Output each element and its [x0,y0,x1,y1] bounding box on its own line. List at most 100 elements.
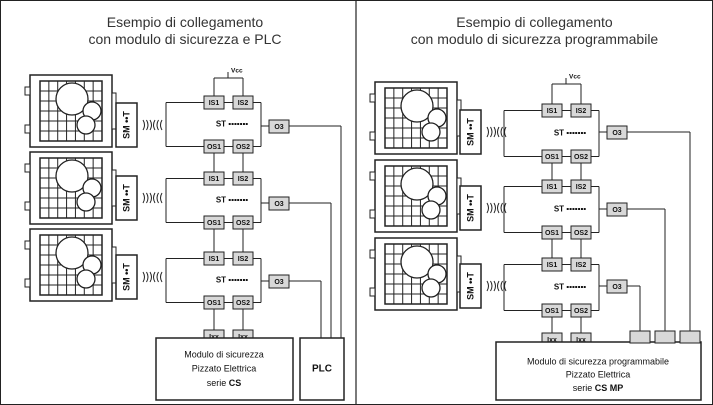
right-sensor-2-out-wave-0 [486,202,489,214]
plc-box [299,337,345,401]
left-module-line3: serie CS [207,378,242,388]
right-chain-row1-st: ST ▪▪▪▪▪▪▪ [554,129,586,138]
right-device-2-knob-small [421,200,441,220]
right-sensor-3-out-wave-0 [486,280,489,292]
left-sensor-3-out-wave-1 [146,271,149,283]
left-chain-row1-o3-label: O3 [274,124,283,131]
right-title-line1: Esempio di collegamento [456,14,613,30]
left-sensor-2-label: SM ••T [121,184,131,212]
right-chain-row3-is1-label: IS1 [547,262,558,269]
left-sensor-3-out-wave-0 [142,271,145,283]
right-chain-row2-st: ST ▪▪▪▪▪▪▪ [554,205,586,214]
right-sensor-1-body [459,109,482,155]
right-device-3-hinge-top [369,249,376,259]
left-chain-row1-is1-label: IS1 [209,100,220,107]
left-device-3-knob-small [76,269,96,289]
left-sensor-1-label: SM ••T [121,111,131,139]
left-device-2-hinge-top [24,163,31,173]
right-sensor-2-in-wave-0 [504,202,507,214]
right-sensor-2-body [459,185,482,231]
right-sensor-2-in-wave-2 [497,202,500,214]
right-chain-row3-os1-label: OS1 [545,308,559,315]
left-title: Esempio di collegamento con modulo di si… [20,14,350,48]
right-module-line1: Modulo di sicurezza programmabile [527,356,669,366]
right-module-series-name: CS MP [595,383,624,393]
right-device-3-hinge-bottom [369,287,376,297]
left-device-2-knob-small [76,192,96,212]
left-chain-row2-is2-box [232,171,254,186]
left-chain-vcc-label: Vcc [231,68,243,75]
left-chain-row3-os2-label: OS2 [236,300,250,307]
right-chain-row2-is2-label: IS2 [576,184,587,191]
left-chain-row2-st: ST ▪▪▪▪▪▪▪ [216,196,248,205]
left-sensor-2-in-wave-0 [160,192,163,204]
right-sensor-1-out-wave-0 [486,126,489,138]
left-chain-row2-is2-label: IS2 [238,176,249,183]
left-sensor-1-in-wave-2 [153,119,156,131]
left-module-line2: Pizzato Elettrica [192,363,257,373]
left-chain-row2-is1-label: IS1 [209,176,220,183]
left-sensor-2-body [115,175,138,221]
left-chain-row1-os1-label: OS1 [207,144,221,151]
right-chain-row2-os1-label: OS1 [545,230,559,237]
right-sensor-1-in-wave-1 [500,126,503,138]
right-sensor-3-in-wave-1 [500,280,503,292]
right-terminal-2 [654,330,676,344]
left-sensor-1-body [115,102,138,148]
left-sensor-1-out-wave-2 [149,119,152,131]
right-chain-row3-is1-box [541,257,563,272]
right-title-line2: con modulo di sicurezza programmabile [410,31,659,47]
right-chain-row2-o3-label: O3 [612,207,621,214]
left-chain-row2-o3-label: O3 [274,201,283,208]
right-sensor-1-in-wave-0 [504,126,507,138]
right-module-line2: Pizzato Elettrica [566,369,631,379]
right-chain-row3-o3-label: O3 [612,284,621,291]
left-chain-row2-os1-label: OS1 [207,220,221,227]
right-chain-row1-is1-label: IS1 [547,108,558,115]
right-device-1-hinge-bottom [369,131,376,141]
right-sensor-3-in-wave-2 [497,280,500,292]
right-sensor-3-label: SM ••T [465,272,475,300]
left-sensor-3-body [115,254,138,300]
left-device-1-hinge-top [24,86,31,96]
left-chain-row3-is1-box [203,251,225,266]
right-device-2-knob-big [400,167,434,201]
left-device-2-knob-big [55,159,89,193]
right-sensor-3-in-wave-0 [504,280,507,292]
right-sensor-1-out-wave-2 [493,126,496,138]
right-terminal-1 [629,330,651,344]
left-chain-row3-is2-box [232,251,254,266]
right-chain-row1-is2-label: IS2 [576,108,587,115]
left-sensor-2-in-wave-1 [156,192,159,204]
right-chain-row2-is1-label: IS1 [547,184,558,191]
right-terminal-3 [679,330,701,344]
left-module-box [155,337,294,401]
left-device-1-knob-big [55,82,89,116]
right-chain-row3-st: ST ▪▪▪▪▪▪▪ [554,283,586,292]
right-sensor-2-out-wave-1 [490,202,493,214]
left-sensor-2-out-wave-0 [142,192,145,204]
left-chain-row3-st: ST ▪▪▪▪▪▪▪ [216,276,248,285]
left-sensor-3-label: SM ••T [121,263,131,291]
right-sensor-2-out-wave-2 [493,202,496,214]
right-chain-row3-is2-box [570,257,592,272]
left-sensor-3-in-wave-1 [156,271,159,283]
right-chain-row2-is1-box [541,179,563,194]
left-sensor-3-in-wave-0 [160,271,163,283]
right-title: Esempio di collegamento con modulo di si… [362,14,707,48]
right-device-3-knob-big [400,245,434,279]
right-chain-row1-o3-label: O3 [612,130,621,137]
right-module-line3: serie CS MP [573,383,624,393]
left-device-2-hinge-bottom [24,201,31,211]
left-device-3-hinge-top [24,240,31,250]
left-device-3-knob-big [55,236,89,270]
right-chain-vcc-label: Vcc [569,74,581,81]
left-chain-row1-is2-label: IS2 [238,100,249,107]
right-chain-row1-os1-label: OS1 [545,154,559,161]
right-sensor-2-in-wave-1 [500,202,503,214]
left-title-line1: Esempio di collegamento [106,14,264,30]
left-title-line2: con modulo di sicurezza e PLC [88,31,282,47]
right-module-box [495,341,702,401]
